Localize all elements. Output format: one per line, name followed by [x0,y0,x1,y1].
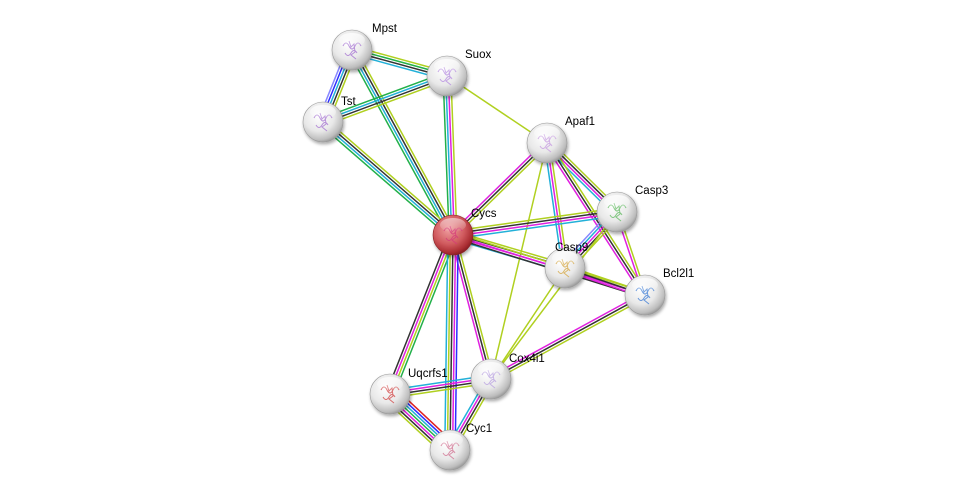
edge-evidence-textmining [452,207,617,232]
edge-evidence-databases [453,215,618,240]
node-cyc1[interactable]: Cyc1 [429,423,492,471]
node-highlight [478,362,504,376]
edge-evidence-textmining [390,235,455,395]
edge-evidence-textmining [454,234,495,379]
edge-evidence-neighborhood [321,71,446,120]
edge-evidence-coexpression [323,76,448,124]
edge-evidence-textmining [450,75,458,235]
edge-evidence-databases [444,76,453,236]
node-highlight [437,433,463,447]
edge-evidence-experiments [450,140,546,234]
node-label: Cycs [471,208,497,220]
edge-evidence-textmining [490,142,548,380]
edge-suox-cycs[interactable] [442,75,458,236]
edge-evidence-databases [321,122,453,237]
edge-evidence-databases [322,74,447,122]
node-cox4i1[interactable]: Cox4i1 [470,353,545,400]
edge-cycs-casp3[interactable] [452,207,618,240]
node-layer: MpstSuoxTstApaf1Casp3CycsCasp9Bcl2l1Cox4… [302,23,694,471]
edge-evidence-coexpression [452,209,617,235]
edge-evidence-coexpression [385,233,451,393]
edge-suox-tst[interactable] [321,71,449,127]
edge-evidence-textmining [490,211,618,380]
node-suox[interactable]: Suox [426,49,491,97]
node-casp9[interactable]: Casp9 [544,242,588,289]
edge-evidence-experiments [447,75,456,235]
edge-evidence-coexpression [452,234,492,380]
edge-evidence-textmining [446,234,452,450]
edge-evidence-coexpression [352,49,455,235]
edge-evidence-experiments [453,212,618,238]
edge-cycs-uqcrfs1[interactable] [385,233,458,396]
edge-evidence-textmining [491,296,647,382]
edge-bcl2l1-cox4i1[interactable] [489,292,647,382]
node-label: Apaf1 [565,116,595,128]
edge-evidence-databases [444,234,449,450]
node-label: Casp3 [635,185,668,197]
edge-cycs-cyc1[interactable] [444,234,459,451]
node-label: Cox4i1 [509,353,545,365]
edge-evidence-cooccurrence [454,235,459,451]
node-label: Mpst [372,23,398,35]
edge-evidence-experiments [544,144,644,297]
edge-evidence-textmining [324,78,449,127]
node-highlight [339,33,365,47]
edge-casp3-cox4i1[interactable] [490,211,618,380]
edge-evidence-neighborhood [347,51,451,238]
node-highlight [632,278,658,292]
node-label: Tst [341,96,357,108]
edge-evidence-databases [543,143,564,269]
edge-casp9-cox4i1[interactable] [490,267,566,380]
node-bcl2l1[interactable]: Bcl2l1 [624,268,694,316]
node-casp3[interactable]: Casp3 [596,185,668,233]
node-tst[interactable]: Tst [302,96,357,143]
edge-mpst-cycs[interactable] [347,47,458,238]
edge-evidence-textmining [454,144,550,238]
edge-evidence-neighborhood [442,76,450,236]
edge-evidence-coexpression [452,142,548,236]
edge-apaf1-casp9[interactable] [543,142,569,269]
node-highlight [377,377,403,391]
node-uqcrfs1[interactable]: Uqcrfs1 [369,368,448,415]
node-cycs[interactable]: Cycs [432,208,497,256]
node-highlight [440,218,466,232]
node-apaf1[interactable]: Apaf1 [526,116,595,164]
edge-evidence-coexpression [449,234,454,451]
node-highlight [552,251,578,265]
edge-evidence-experiments [489,292,645,378]
node-highlight [534,126,560,140]
edge-evidence-textmining [354,47,458,234]
edge-evidence-experiments [449,235,490,380]
edge-tst-cycs[interactable] [319,118,457,239]
node-highlight [434,59,460,73]
edge-evidence-coexpression [323,120,455,235]
node-label: Uqcrfs1 [408,368,448,380]
edge-layer [317,45,648,457]
edge-evidence-experiments [546,142,566,269]
edge-evidence-textmining [490,267,566,380]
edge-evidence-neighborhood [392,236,458,396]
edge-evidence-neighborhood [319,124,451,239]
node-highlight [604,195,630,209]
node-highlight [310,105,336,119]
edge-evidence-coexpression [490,294,646,380]
edge-apaf1-cycs[interactable] [450,140,550,238]
node-label: Cyc1 [466,423,492,435]
edge-evidence-textmining [548,142,569,268]
node-label: Suox [465,49,491,61]
node-label: Bcl2l1 [663,268,694,280]
edge-cycs-cox4i1[interactable] [449,234,495,380]
edge-evidence-textmining [325,118,457,233]
edge-apaf1-cox4i1[interactable] [490,142,548,380]
edge-evidence-experiments [451,235,457,451]
edge-evidence-experiments [388,234,453,394]
node-mpst[interactable]: Mpst [331,23,398,71]
edge-evidence-databases [350,50,453,236]
node-label: Casp9 [555,242,588,254]
